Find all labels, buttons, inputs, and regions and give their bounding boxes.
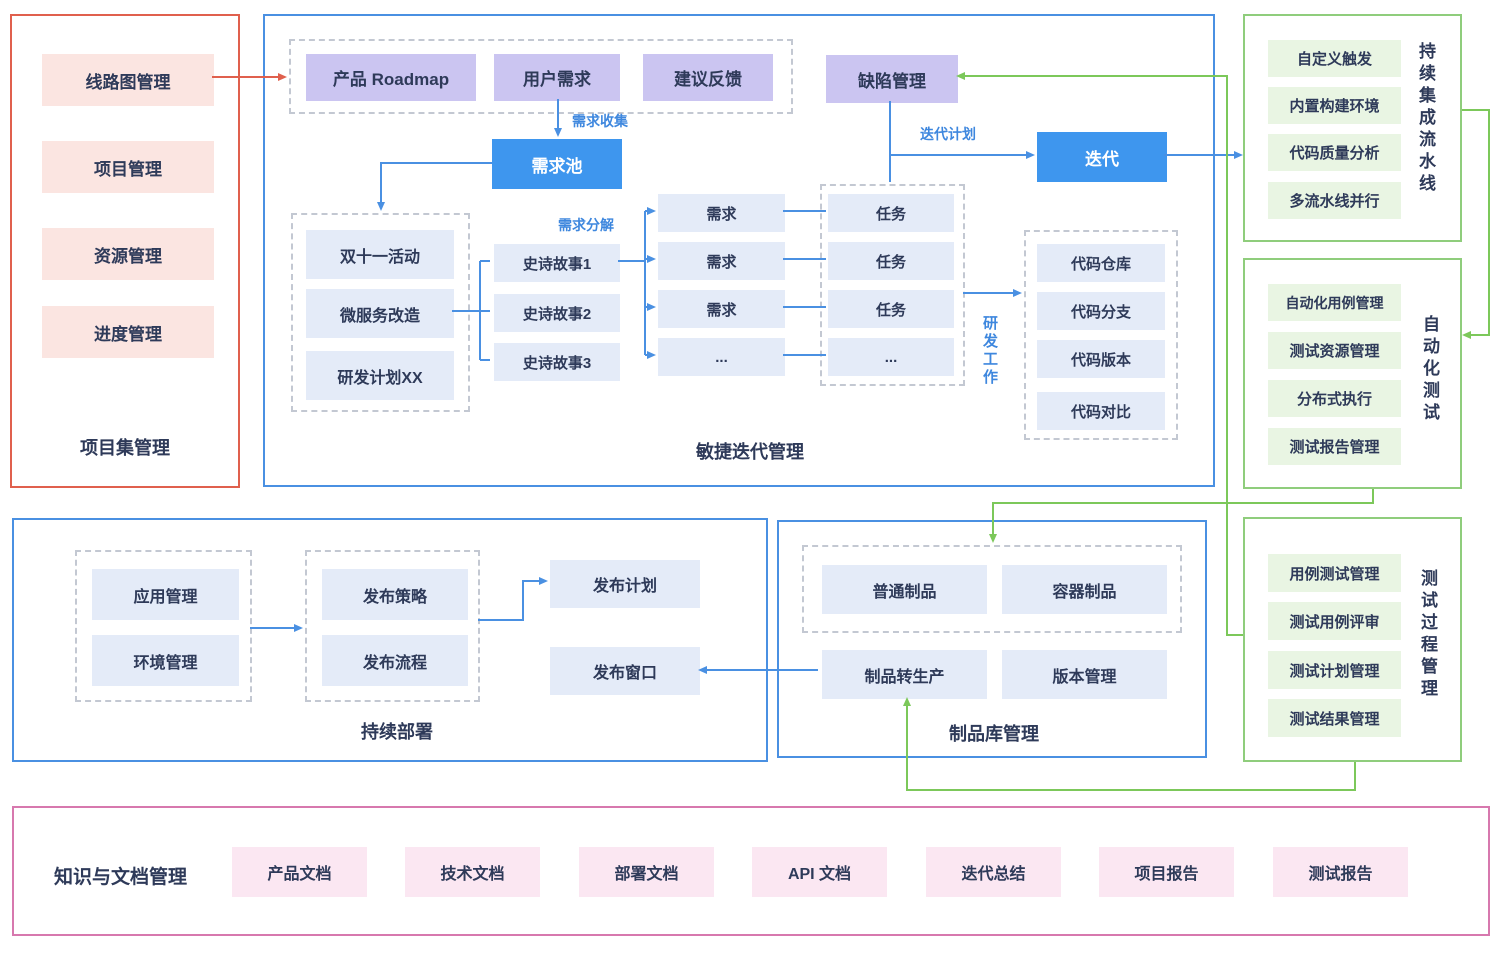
- node-code-quality: 代码质量分析: [1268, 134, 1401, 171]
- node-release-process: 发布流程: [322, 635, 468, 686]
- pipeline-panel: 自定义触发 内置构建环境 代码质量分析 多流水线并行 持续集成流水线: [1243, 14, 1462, 242]
- node-generic-artifact: 普通制品: [822, 565, 987, 614]
- node-custom-trigger: 自定义触发: [1268, 40, 1401, 77]
- label-iteration-plan: 迭代计划: [920, 126, 976, 142]
- node-test-result-mgmt: 测试结果管理: [1268, 699, 1401, 737]
- node-requirement-1: 需求: [658, 194, 785, 232]
- node-task-more: ...: [828, 338, 954, 376]
- testmgmt-panel: 用例测试管理 测试用例评审 测试计划管理 测试结果管理 测试过程管理: [1243, 517, 1462, 762]
- node-code-version: 代码版本: [1037, 340, 1165, 378]
- node-requirement-2: 需求: [658, 242, 785, 280]
- autotest-title: 自动化测试: [1420, 315, 1439, 425]
- node-iteration: 迭代: [1037, 132, 1167, 182]
- node-test-plan-mgmt: 测试计划管理: [1268, 651, 1401, 689]
- node-project-report: 项目报告: [1099, 847, 1234, 897]
- node-case-test-mgmt: 用例测试管理: [1268, 554, 1401, 592]
- node-deploy-doc: 部署文档: [579, 847, 714, 897]
- node-defect-mgmt: 缺陷管理: [826, 55, 958, 103]
- node-tech-doc: 技术文档: [405, 847, 540, 897]
- node-container-artifact: 容器制品: [1002, 565, 1167, 614]
- autotest-panel: 自动化用例管理 测试资源管理 分布式执行 测试报告管理 自动化测试: [1243, 258, 1462, 489]
- node-iteration-summary: 迭代总结: [926, 847, 1061, 897]
- arrow-pipeline-to-autotest: [1462, 109, 1490, 339]
- node-epic-microservice: 微服务改造: [306, 289, 454, 338]
- node-story-1: 史诗故事1: [494, 244, 620, 282]
- node-progress-mgmt: 进度管理: [42, 306, 214, 358]
- node-artifact-to-prod: 制品转生产: [822, 650, 987, 699]
- node-env-mgmt: 环境管理: [92, 635, 239, 686]
- node-release-window: 发布窗口: [550, 647, 700, 695]
- artifact-title: 制品库管理: [949, 724, 1039, 744]
- node-version-mgmt: 版本管理: [1002, 650, 1167, 699]
- docs-title: 知识与文档管理: [54, 867, 188, 888]
- node-release-plan: 发布计划: [550, 560, 700, 608]
- node-code-repo: 代码仓库: [1037, 244, 1165, 282]
- node-case-review: 测试用例评审: [1268, 602, 1401, 640]
- node-task-3: 任务: [828, 290, 954, 328]
- node-roadmap-mgmt: 线路图管理: [42, 54, 214, 106]
- node-code-branch: 代码分支: [1037, 292, 1165, 330]
- node-test-resource-mgmt: 测试资源管理: [1268, 332, 1401, 369]
- label-requirement-decompose: 需求分解: [558, 217, 614, 233]
- node-story-2: 史诗故事2: [494, 294, 620, 332]
- node-parallel-pipelines: 多流水线并行: [1268, 182, 1401, 219]
- node-user-needs: 用户需求: [494, 54, 620, 101]
- node-resource-mgmt: 资源管理: [42, 228, 214, 280]
- testmgmt-title: 测试过程管理: [1418, 569, 1437, 701]
- node-distributed-exec: 分布式执行: [1268, 380, 1401, 417]
- node-app-mgmt: 应用管理: [92, 569, 239, 620]
- node-requirement-more: ...: [658, 338, 785, 376]
- node-builtin-build-env: 内置构建环境: [1268, 87, 1401, 124]
- node-release-strategy: 发布策略: [322, 569, 468, 620]
- node-story-3: 史诗故事3: [494, 343, 620, 381]
- node-api-doc: API 文档: [752, 847, 887, 897]
- node-product-roadmap: 产品 Roadmap: [306, 54, 476, 101]
- label-dev-work: 研发工作: [981, 315, 998, 387]
- node-requirement-3: 需求: [658, 290, 785, 328]
- node-product-doc: 产品文档: [232, 847, 367, 897]
- node-task-2: 任务: [828, 242, 954, 280]
- docs-panel: 知识与文档管理 产品文档 技术文档 部署文档 API 文档 迭代总结 项目报告 …: [12, 806, 1490, 936]
- artifact-panel: 普通制品 容器制品 制品转生产 版本管理 制品库管理: [777, 520, 1207, 758]
- intake-dashed-group: [289, 39, 793, 114]
- node-task-1: 任务: [828, 194, 954, 232]
- portfolio-panel: 线路图管理 项目管理 资源管理 进度管理 项目集管理: [10, 14, 240, 488]
- node-test-report-mgmt: 测试报告管理: [1268, 428, 1401, 465]
- release-dashed-group: [305, 550, 480, 702]
- deploy-panel: 应用管理 环境管理 发布策略 发布流程 发布计划 发布窗口 持续部署: [12, 518, 768, 762]
- label-requirement-collect: 需求收集: [572, 113, 628, 129]
- node-test-report: 测试报告: [1273, 847, 1408, 897]
- portfolio-title: 项目集管理: [80, 438, 170, 458]
- node-auto-case-mgmt: 自动化用例管理: [1268, 284, 1401, 321]
- node-suggestion-feedback: 建议反馈: [643, 54, 773, 101]
- deploy-title: 持续部署: [361, 722, 433, 742]
- pipeline-title: 持续集成流水线: [1416, 42, 1435, 196]
- node-requirement-pool: 需求池: [492, 139, 622, 189]
- app-env-dashed-group: [75, 550, 252, 702]
- agile-title: 敏捷迭代管理: [696, 442, 804, 462]
- agile-panel: 产品 Roadmap 用户需求 建议反馈 缺陷管理 需求池 迭代 需求收集 迭代…: [263, 14, 1215, 487]
- node-code-diff: 代码对比: [1037, 392, 1165, 430]
- node-epic-activity: 双十一活动: [306, 230, 454, 279]
- node-project-mgmt: 项目管理: [42, 141, 214, 193]
- node-epic-devplan: 研发计划XX: [306, 351, 454, 400]
